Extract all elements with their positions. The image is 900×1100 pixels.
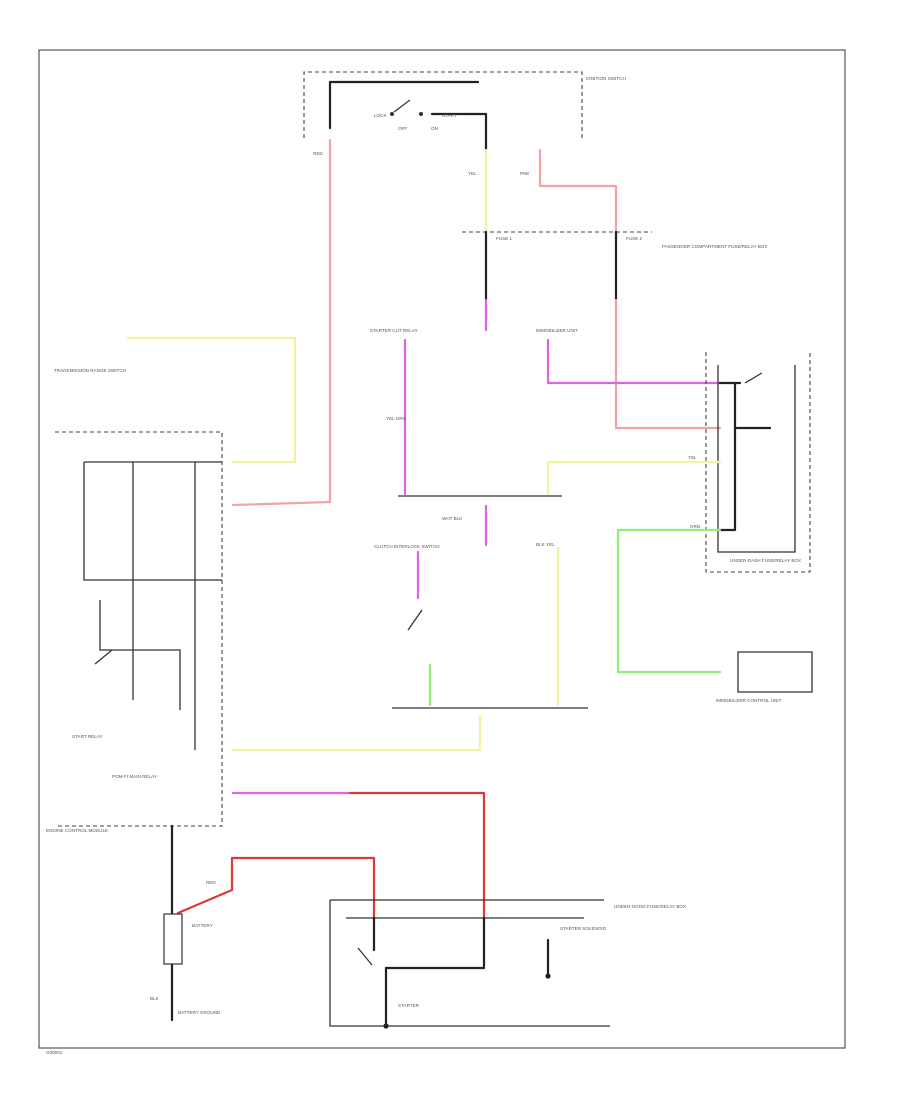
engine-control-module: ENGINE CONTROL MODULE — [46, 431, 223, 833]
transmission-range-label: TRANSMISSION RANGE SWITCH — [54, 368, 126, 373]
immobilizer-unit-label: IMMOBILIZER UNIT — [536, 328, 578, 333]
ecm-label: ENGINE CONTROL MODULE — [46, 828, 108, 833]
fuse-1-label: FUSE 1 — [496, 236, 513, 241]
switch-lock-label: LOCK — [374, 113, 387, 118]
grn-label: GRN — [690, 524, 700, 529]
passenger-box-label: PASSENGER COMPARTMENT FUSE/RELAY BOX — [662, 244, 767, 249]
wire-magenta-starter — [231, 791, 486, 922]
ignition-switch-label: IGNITION SWITCH — [586, 76, 626, 81]
switch-off-label: OFF — [398, 126, 407, 131]
immobilizer-control-label: IMMOBILIZER CONTROL UNIT — [716, 698, 782, 703]
under-dash-box-label: UNDER-DASH FUSE/RELAY BOX — [730, 558, 801, 563]
battery: BATTERY BATTERY GROUND — [163, 913, 221, 1015]
clutch-interlock-switch: CLUTCH INTERLOCK SWITCH BLK YEL — [374, 542, 588, 709]
switch-start-label: START — [442, 113, 457, 118]
wire-red-battery: RED — [176, 856, 376, 922]
wire-yellow-fuse: YEL — [468, 148, 488, 234]
wire-pink-ignition-ecm: RED — [231, 138, 332, 507]
starter-cut-relay-label: STARTER CUT RELAY — [370, 328, 418, 333]
starter-solenoid-label: STARTER SOLENOID — [560, 926, 607, 931]
wire-magenta-immobilizer: IMMOBILIZER UNIT — [536, 328, 722, 385]
wire-yellow-relay: YEL — [546, 455, 722, 496]
wire-yel-label: YEL — [468, 171, 477, 176]
wire-pink-switch-junction: PNK — [520, 148, 618, 242]
starter-label: STARTER — [398, 1003, 420, 1008]
yel-wire-label: YEL — [688, 455, 697, 460]
wire-pink-fuse2 — [614, 298, 722, 430]
ignition-switch: IGNITION SWITCH LOCK START OFF ON — [303, 71, 626, 152]
blk-yel-label: BLK YEL — [536, 542, 555, 547]
wire-green: GRN — [616, 524, 722, 674]
wire-blk-label: BLK — [150, 996, 160, 1001]
immobilizer-control-unit: IMMOBILIZER CONTROL UNIT — [716, 651, 813, 703]
under-hood-label: UNDER-HOOD FUSE/RELAY BOX — [614, 904, 686, 909]
wire-yellow-long — [231, 714, 482, 752]
wire-pnk-label: PNK — [520, 171, 530, 176]
wire-yellow-ecm: TRANSMISSION RANGE SWITCH — [54, 336, 297, 464]
battery-ground-label: BATTERY GROUND — [178, 1010, 221, 1015]
yel-org-label: YEL ORG — [386, 416, 407, 421]
under-hood-box: UNDER-HOOD FUSE/RELAY BOX STARTER SOLENO… — [329, 899, 686, 1029]
switch-on-label: ON — [431, 126, 438, 131]
clutch-interlock-label: CLUTCH INTERLOCK SWITCH — [374, 544, 440, 549]
wire-red-label-2: RED — [206, 880, 216, 885]
start-relay-label: START RELAY — [72, 734, 103, 739]
pgm-fi-relay-label: PGM-FI MAIN RELAY — [112, 774, 157, 779]
diagram-frame — [38, 49, 846, 1049]
immobilizer-control-bus: WHT BLK — [398, 495, 562, 547]
wire-magenta-fuse1: STARTER CUT RELAY YEL ORG — [370, 298, 488, 496]
figure-number: G00001 — [46, 1050, 63, 1055]
wire-red-label: RED — [313, 151, 323, 156]
starter-cut-relay-box: UNDER-DASH FUSE/RELAY BOX — [705, 352, 811, 573]
start-relay: START RELAY PGM-FI MAIN RELAY — [72, 600, 181, 779]
battery-label: BATTERY — [192, 923, 213, 928]
fuse-2-label: FUSE 2 — [626, 236, 643, 241]
wht-blk-label: WHT BLK — [442, 516, 463, 521]
passenger-junction-box: FUSE 1 FUSE 2 PASSENGER COMPARTMENT FUSE… — [462, 230, 767, 302]
